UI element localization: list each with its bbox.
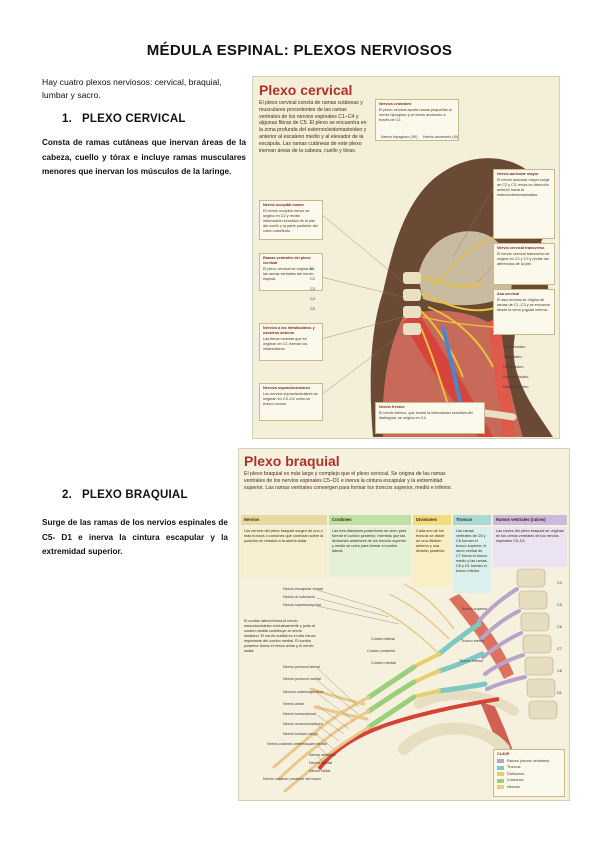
page-title: MÉDULA ESPINAL: PLEXOS NERVIOSOS <box>146 42 453 59</box>
label-omohioideo: Omohioideo <box>503 365 524 369</box>
figure-plexo-braquial: Plexo braquial El plexo braquial es más … <box>238 448 570 801</box>
section-2-text: Surge de las ramas de los nervios espina… <box>42 518 228 556</box>
label-c5: C5 <box>310 307 315 311</box>
spine-label-c8: C8 <box>557 669 562 673</box>
figure-cervical-intro: El plexo cervical consta de ramas cutáne… <box>259 100 367 154</box>
legend-swatch <box>497 785 504 789</box>
section-2-number: 2. <box>62 489 72 501</box>
label-c2: C2 <box>310 277 315 281</box>
label-c4: C4 <box>310 297 315 301</box>
braquial-anatomy-illustration <box>272 568 558 793</box>
label-escapular-dorsal: Nervio escapular dorsal <box>283 587 323 591</box>
label-radial: Nervio radial <box>309 769 331 773</box>
label-pectoral-medial: Nervio pectoral medial <box>283 677 321 681</box>
section-2-heading: 2. PLEXO BRAQUIAL <box>62 489 188 501</box>
figure-braquial-intro: El plexo braquial es más largo y complej… <box>244 471 453 491</box>
label-tirohioideo: Tirohioideo <box>503 355 522 359</box>
legend-item: Divisiones <box>497 772 561 777</box>
label-cutaneo-posterior: Nervio cutáneo posterior del brazo <box>263 777 322 781</box>
label-tronco-superior: Tronco superior <box>461 607 488 611</box>
spine-label-c5: C5 <box>557 603 562 607</box>
legend-item: Troncos <box>497 765 561 770</box>
section-2-title: PLEXO BRAQUIAL <box>82 489 188 501</box>
figure-plexo-cervical: Plexo cervical El plexo cervical consta … <box>252 76 560 439</box>
spine-label-c6: C6 <box>557 625 562 629</box>
label-al-subclavio: Nervio al subclavio <box>283 595 315 599</box>
col-head-divisiones: Divisiones <box>413 515 451 525</box>
label-esternohioideo: Esternohioideo <box>503 375 529 379</box>
legend-swatch <box>497 778 504 783</box>
label-cordon-posterior: Cordón posterior <box>367 649 396 653</box>
label-cutaneo-antebraquial: Nervio cutáneo antebraquial medial <box>267 742 327 746</box>
legend-item: Cordones <box>497 778 561 783</box>
label-supraescapular: Nervio supraescapular <box>283 603 321 607</box>
label-cordon-lateral: Cordón lateral <box>371 637 395 641</box>
legend-swatch <box>497 772 504 776</box>
spine-label-c4: C4 <box>557 581 562 585</box>
section-1-text: Consta de ramas cutáneas que inervan áre… <box>42 138 246 176</box>
callout-auricular-mayor: Nervio auricular mayor El nervio auricul… <box>493 169 555 239</box>
legend-title: CLAVE <box>497 752 510 756</box>
callout-infrahioideos: Nervios a los infrahioideos y escaleno a… <box>259 323 323 361</box>
legend-label: Divisiones <box>507 771 525 776</box>
label-hipogloso: Nervio hipogloso (XII) <box>381 135 418 139</box>
label-esternotiroideo: Esternotiroideo <box>503 385 529 389</box>
label-geniohioideo: Geniohioideo <box>503 345 526 349</box>
section-1-heading: 1. PLEXO CERVICAL <box>62 113 186 125</box>
spine-label-c7: C7 <box>557 647 562 651</box>
label-mediano: Nervio mediano <box>309 753 336 757</box>
col-body-troncos: Las ramas ventrales de C5 y C6 forman el… <box>453 527 491 593</box>
label-subescapulares: Nervios subescapulares <box>283 690 324 694</box>
callout-nervio-frenico: Nervio frénico El nervio frénico, que re… <box>375 402 485 434</box>
col-head-nervios: Nervios <box>241 515 327 525</box>
col-body-nervios: Los nervios del plexo braquial surgen de… <box>241 527 327 577</box>
legend-item: Raíces (ramos ventrales) <box>497 759 561 764</box>
label-c3: C3 <box>310 287 315 291</box>
section-1-title: PLEXO CERVICAL <box>82 113 186 125</box>
spine-label-d1: D1 <box>557 691 562 695</box>
label-tronco-medio: Tronco medio <box>461 639 485 643</box>
legend-swatch <box>497 765 504 770</box>
callout-supraclaviculares: Nervios supraclaviculares Los nervios su… <box>259 383 323 421</box>
label-tronco-inferior: Tronco inferior <box>459 659 484 663</box>
legend-label: Cordones <box>507 778 524 782</box>
legend-swatch <box>497 759 504 763</box>
col-body-divisiones: Cada uno de los troncos se divide en una… <box>413 527 451 587</box>
label-c1: C1 <box>310 267 315 271</box>
callout-ramas-ventrales: Ramas ventrales del plexo cervical El pl… <box>259 253 323 291</box>
figure-braquial-title: Plexo braquial <box>244 453 340 469</box>
legend-label: Raíces (ramos ventrales) <box>507 758 550 763</box>
label-toracico-largo: Nervio torácico largo <box>283 732 318 736</box>
legend-label: Troncos <box>507 765 521 769</box>
label-musculocutaneo: Nervio musculocutáneo <box>283 722 323 726</box>
section-1-number: 1. <box>62 113 72 125</box>
callout-occipital-menor: Nervio occipital menor El nervio occipit… <box>259 200 323 240</box>
label-toracodorsal: Nervio toracodorsal <box>283 712 316 716</box>
legend-label: Nervios <box>507 784 520 789</box>
callout-cervical-transverso: Nervio cervical transverso El nervio cer… <box>493 243 555 285</box>
figure-cervical-title: Plexo cervical <box>259 82 353 98</box>
label-axilar: Nervio axilar <box>283 702 305 706</box>
label-accesorio: Nervio accesorio (XI) <box>423 135 459 139</box>
legend-item: Nervios <box>497 785 561 790</box>
col-body-ramos: Las raíces del plexo braquial se origina… <box>493 527 567 567</box>
braquial-side-text: El cordón lateral forma el nervio muscul… <box>244 619 316 653</box>
col-head-troncos: Troncos <box>453 515 491 525</box>
col-head-cordones: Cordones <box>329 515 411 525</box>
label-cordon-medial: Cordón medial <box>371 661 396 665</box>
callout-nervios-craneales: Nervios craneales El plexo cervical apor… <box>375 99 459 141</box>
callout-asa-cervical: Asa cervical El asa cervical se origina … <box>493 289 555 335</box>
label-pectoral-lateral: Nervio pectoral lateral <box>283 665 320 669</box>
col-body-cordones: Las tres divisiones posteriores se unen … <box>329 527 411 577</box>
label-cubital: Nervio cubital <box>309 761 333 765</box>
intro-text: Hay cuatro plexos nerviosos: cervical, b… <box>42 77 222 100</box>
col-head-ramos: Ramos ventrales (raíces) <box>493 515 567 525</box>
